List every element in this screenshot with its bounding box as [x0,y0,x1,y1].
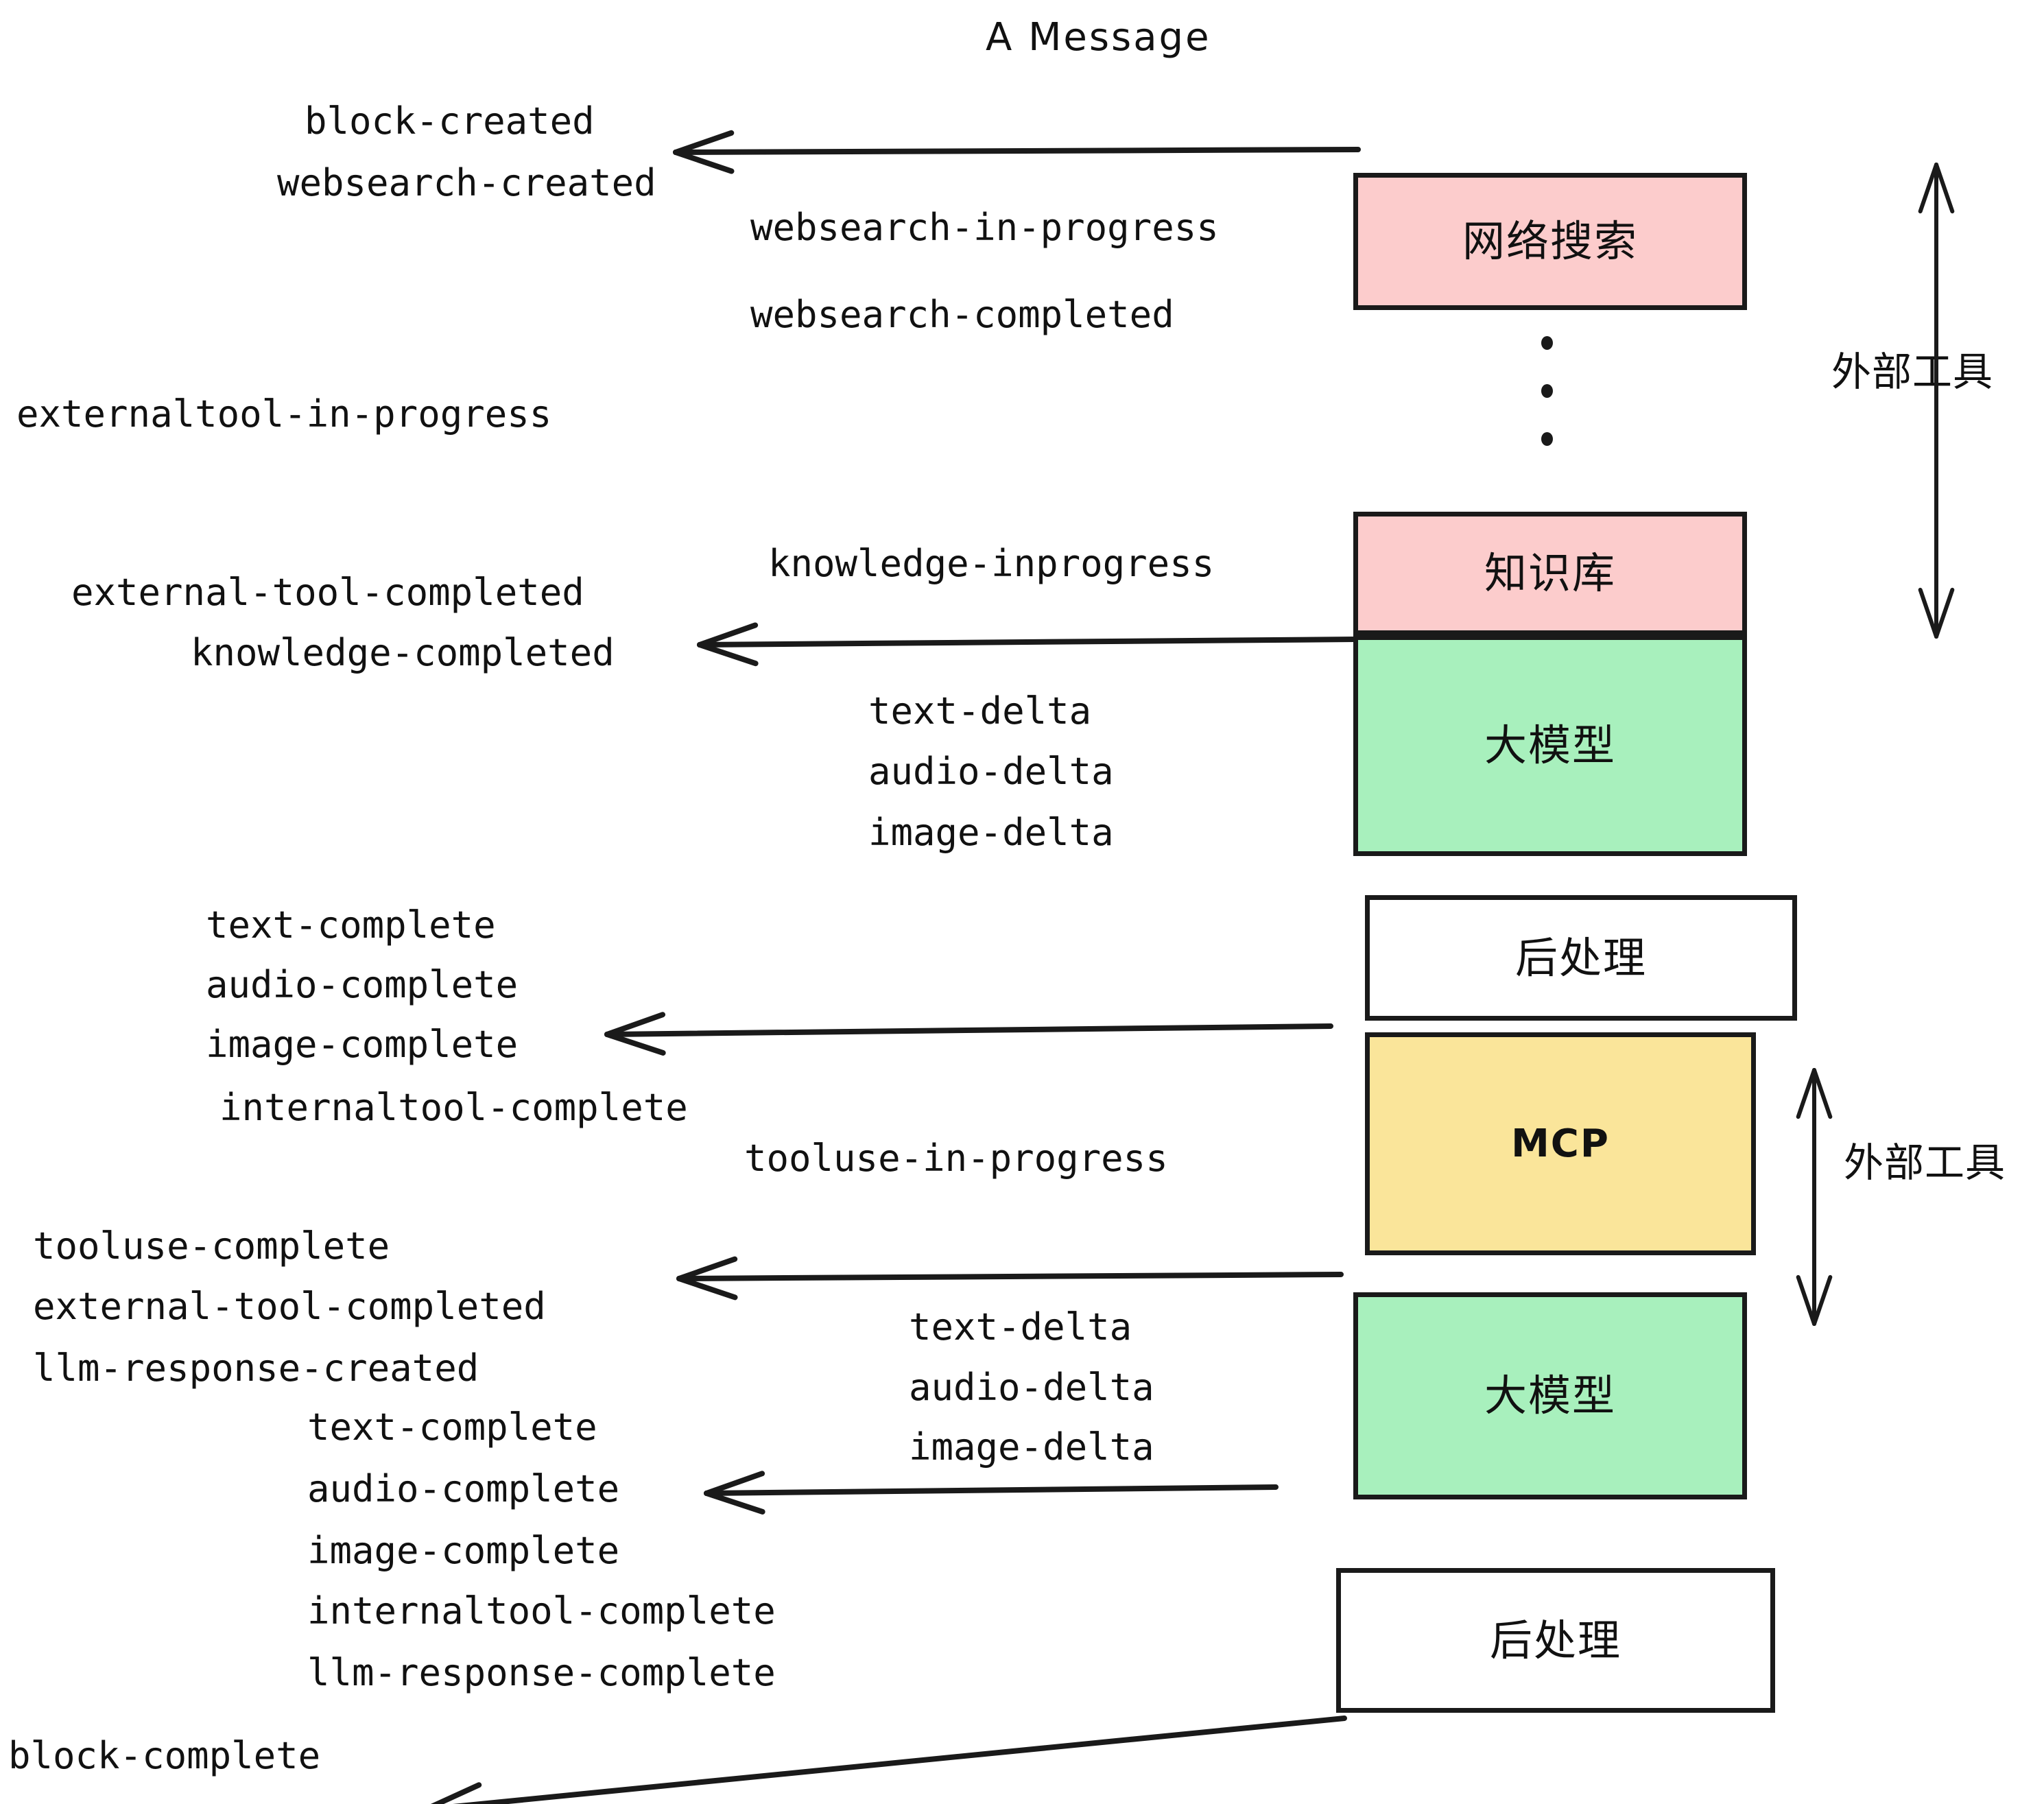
arrow-audio-complete [704,1471,1279,1515]
arrow-block-created [673,130,1361,174]
node-llm-2[interactable]: 大模型 [1353,1292,1747,1499]
arrow-block-complete-shaft [453,1716,1347,1804]
node-label-llm-2: 大模型 [1484,1370,1616,1421]
ellipsis-dot [1541,432,1553,446]
node-post-1[interactable]: 后处理 [1365,895,1797,1021]
ellipsis-dot [1541,384,1553,398]
node-websearch[interactable]: 网络搜索 [1353,173,1747,310]
node-label-mcp: MCP [1511,1121,1610,1166]
event-label-tooluse-in-progress: tooluse-in-progress [744,1137,1168,1180]
external-tool-range-top-head-top [1918,163,1955,214]
event-label-image-delta-1: image-delta [868,811,1114,854]
node-mcp[interactable]: MCP [1365,1032,1756,1255]
page-title: A Message [986,15,1211,60]
event-label-llm-response-created: llm-response-created [33,1346,479,1390]
arrow-block-complete-head [430,1782,482,1804]
event-label-image-delta-2: image-delta [909,1425,1154,1469]
event-label-websearch-in-progress: websearch-in-progress [750,206,1219,249]
side-label-external-tool-top: 外部工具 [1831,348,1994,395]
event-label-block-created: block-created [305,99,595,143]
event-label-text-delta-1: text-delta [868,689,1092,733]
arrow-image-complete-head [604,1012,666,1056]
event-label-audio-delta-2: audio-delta [909,1366,1154,1409]
event-label-audio-complete-2: audio-complete [307,1467,620,1510]
arrow-audio-complete-shaft [704,1484,1279,1496]
node-knowledge[interactable]: 知识库 [1353,512,1747,635]
vertical-ellipsis-icon [1541,336,1553,446]
event-label-image-complete-2: image-complete [307,1529,620,1572]
arrow-audio-complete-head [704,1471,765,1515]
node-post-2[interactable]: 后处理 [1336,1568,1775,1713]
event-label-knowledge-inprogress: knowledge-inprogress [768,542,1215,585]
arrow-image-complete-shaft [604,1023,1333,1037]
node-label-post-2: 后处理 [1489,1615,1621,1665]
event-label-block-complete: block-complete [8,1734,321,1777]
arrow-image-complete [604,1012,1333,1056]
arrow-tooluse-complete [676,1256,1344,1301]
external-tool-range-bottom-head-bottom [1796,1274,1833,1326]
arrow-block-created-shaft [673,147,1361,155]
node-label-post-1: 后处理 [1514,932,1647,983]
event-label-knowledge-completed: knowledge-completed [191,631,615,674]
event-label-websearch-completed: websearch-completed [750,293,1174,336]
event-label-audio-delta-1: audio-delta [868,750,1114,793]
event-label-text-complete-2: text-complete [307,1405,597,1449]
event-label-internaltool-complete-2: internaltool-complete [307,1589,776,1633]
event-label-text-complete-1: text-complete [206,903,496,947]
arrow-tooluse-complete-head [676,1256,738,1301]
arrow-tooluse-complete-shaft [676,1272,1344,1281]
event-label-tooluse-complete: tooluse-complete [33,1224,390,1268]
arrow-knowledge-completed-shaft [697,637,1357,648]
external-tool-range-bottom-head-top [1796,1068,1833,1119]
arrow-knowledge-completed-head [697,622,759,667]
event-label-internaltool-complete-1: internaltool-complete [219,1086,688,1129]
node-label-llm-1: 大模型 [1484,720,1616,770]
event-label-externaltool-in-progress: externaltool-in-progress [16,392,552,436]
ellipsis-dot [1541,336,1553,350]
event-label-external-tool-completed-2: external-tool-completed [33,1285,546,1328]
arrow-knowledge-completed [697,622,1357,667]
event-label-websearch-created: websearch-created [277,161,656,204]
event-label-external-tool-completed-1: external-tool-completed [71,571,584,614]
external-tool-range-top-head-bottom [1918,587,1955,639]
event-label-audio-complete-1: audio-complete [206,963,519,1006]
event-label-text-delta-2: text-delta [909,1305,1132,1349]
node-llm-1[interactable]: 大模型 [1353,635,1747,856]
event-label-image-complete-1: image-complete [206,1023,519,1066]
node-label-knowledge: 知识库 [1484,548,1616,598]
external-tool-range-top [1918,163,1955,639]
external-tool-range-bottom [1796,1068,1833,1326]
event-label-llm-response-complete: llm-response-complete [307,1651,776,1694]
arrow-block-created-head [673,130,735,174]
arrow-block-complete [430,1716,1347,1804]
node-label-websearch: 网络搜索 [1462,216,1638,266]
side-label-external-tool-bottom: 外部工具 [1844,1139,2006,1186]
